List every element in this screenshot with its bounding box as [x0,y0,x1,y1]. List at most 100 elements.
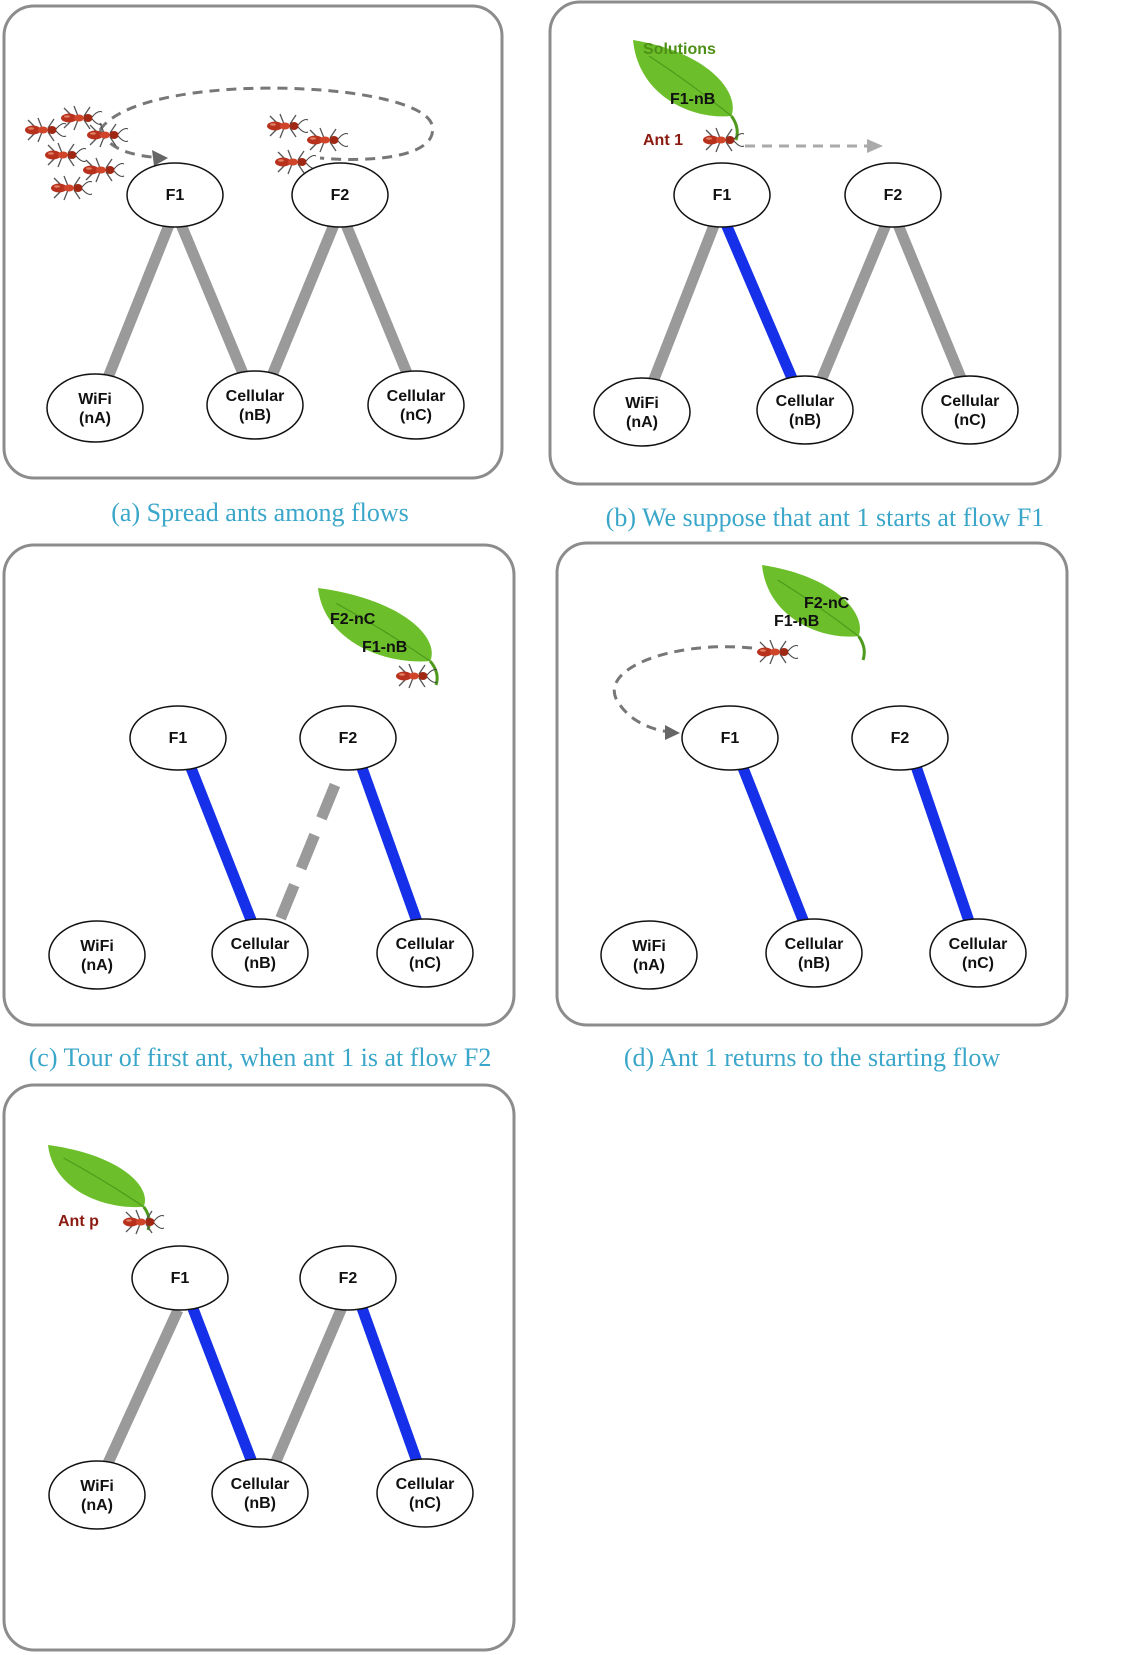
edge-f1-wifi [91,207,181,408]
ant-1 [396,663,438,689]
node-wifi: WiFi (nA) [593,377,691,447]
leaf-line-2: F1-nB [774,613,819,630]
edges [174,737,426,933]
edge-f2-cellular-b [256,207,346,403]
ant-icon [757,639,799,665]
ants-group-f2 [267,113,349,175]
node-wifi: WiFi (nA) [600,920,698,990]
edges [726,737,978,933]
edge-f2-cellular-c [346,738,426,932]
edge-f1-wifi [92,1307,184,1488]
return-arrow [612,645,753,734]
edge-f2-cellular-b-candidate [274,782,341,923]
node-cellular-b-id: (nB) [789,412,821,429]
panel-e: Ant p F1 F2 WiFi (nA) Cellular (nB) Cell… [0,1080,520,1655]
edge-f1-cellular-b [169,207,260,403]
node-cellular-b-name: Cellular [776,393,835,410]
ant-icon [703,127,745,153]
node-cellular-c-id: (nC) [962,955,994,972]
node-f1-label: F1 [166,187,185,204]
node-wifi-id: (nA) [626,414,658,431]
ant-1 [703,127,745,153]
node-cellular-b-name: Cellular [785,936,844,953]
node-cellular-c: Cellular (nC) [367,370,465,440]
node-cellular-c-id: (nC) [400,407,432,424]
ant-icon [87,122,129,148]
node-cellular-b: Cellular (nB) [211,918,309,988]
node-cellular-b-id: (nB) [239,407,271,424]
edges [92,1278,426,1488]
node-cellular-b-name: Cellular [231,1476,290,1493]
solutions-leaf [318,588,439,686]
edge-f2-cellular-c [346,1278,426,1472]
edge-f1-wifi [636,208,726,412]
edge-f2-cellular-c [334,207,424,403]
node-f1: F1 [126,162,224,228]
caption-b: (b) We suppose that ant 1 starts at flow… [605,503,1045,532]
node-f1: F1 [131,1245,229,1311]
node-wifi-id: (nA) [79,410,111,427]
ant-p-label: Ant p [58,1213,99,1230]
ant-1 [757,639,799,665]
node-cellular-c: Cellular (nC) [376,1458,474,1528]
node-wifi: WiFi (nA) [48,1460,146,1530]
node-cellular-c: Cellular (nC) [376,918,474,988]
ant-icon [25,117,67,143]
edge-f1-cellular-b [174,737,261,933]
ant-icon [396,663,438,689]
edges [91,207,424,408]
caption-c: (c) Tour of first ant, when ant 1 is at … [28,1043,492,1072]
edge-f1-cellular-b [176,1278,261,1472]
ant-icon [61,105,103,131]
node-cellular-c-name: Cellular [396,936,455,953]
node-wifi-name: WiFi [80,1478,114,1495]
ant-1-label: Ant 1 [643,132,683,149]
node-cellular-b-id: (nB) [244,955,276,972]
node-cellular-c: Cellular (nC) [929,918,1027,988]
caption-d: (d) Ant 1 returns to the starting flow [623,1043,1001,1072]
node-f1: F1 [681,705,779,771]
node-cellular-b-id: (nB) [798,955,830,972]
ant-icon [45,142,87,168]
node-cellular-b-name: Cellular [226,388,285,405]
panel-frame [2,4,504,480]
ants-group-f1 [25,105,129,201]
node-wifi: WiFi (nA) [46,373,144,443]
panel-frame [555,541,1069,1027]
node-wifi-name: WiFi [78,391,112,408]
leaf-line-1: F2-nC [330,611,376,628]
edge-f2-cellular-c [886,207,976,403]
node-cellular-b: Cellular (nB) [765,918,863,988]
node-f2: F2 [299,705,397,771]
node-cellular-b: Cellular (nB) [211,1458,309,1528]
node-f2: F2 [291,162,389,228]
node-wifi-name: WiFi [625,395,659,412]
node-wifi-id: (nA) [81,1497,113,1514]
panel-frame [548,0,1062,486]
node-f1: F1 [673,162,771,228]
panel-a-diagram: F1 F2 WiFi (nA) Cellular (nB) Cellular (… [2,4,504,480]
node-cellular-c-id: (nC) [409,1495,441,1512]
node-cellular-c-name: Cellular [941,393,1000,410]
solutions-leaf [762,565,866,661]
node-wifi-id: (nA) [81,957,113,974]
node-f1-label: F1 [713,187,732,204]
node-cellular-c-id: (nC) [954,412,986,429]
node-cellular-b-name: Cellular [231,936,290,953]
leaf-line-2: F1-nB [362,639,407,656]
panel-d: F2-nC F1-nB F1 F2 WiFi (nA) Cellular (nB… [552,540,1072,1030]
node-wifi: WiFi (nA) [48,920,146,990]
node-wifi-name: WiFi [632,938,666,955]
panel-frame [2,543,516,1027]
ant-icon [83,157,125,183]
panel-e-diagram: Ant p F1 F2 WiFi (nA) Cellular (nB) Cell… [2,1083,516,1652]
solutions-leaf [633,40,739,141]
node-f1-label: F1 [171,1270,190,1287]
node-f2-label: F2 [331,187,350,204]
node-wifi-id: (nA) [633,957,665,974]
edge-f2-cellular-c [901,738,978,932]
node-f2: F2 [851,705,949,771]
panel-b-diagram: Solutions F1-nB Ant 1 F1 F2 WiFi (nA) Ce… [548,0,1062,486]
edge-f1-cellular-b [714,207,803,393]
edge-f1-cellular-b [726,737,813,933]
